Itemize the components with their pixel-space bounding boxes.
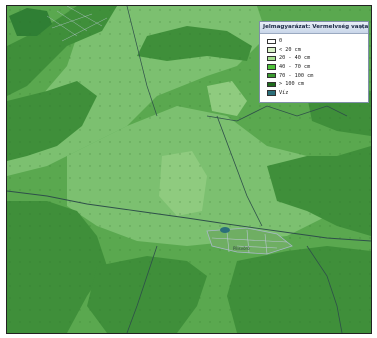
map-view[interactable]: Pilisvörö Jelmagyarázat: Vermelvség vast… [6,5,372,334]
road-east-loop [216,115,263,227]
water-body [220,227,230,233]
place-label: Pilisvörö [233,246,250,251]
legend-swatch [267,47,276,53]
road-south-east [306,245,343,333]
legend-item: 70 - 100 cm [267,71,364,80]
legend-swatch [267,38,276,45]
legend-item: 20 - 40 cm [267,54,364,63]
legend-label: Víz [279,89,289,96]
road-south [126,245,158,333]
main-road [7,190,371,242]
legend-swatch [267,64,276,70]
close-icon[interactable]: × [359,23,365,31]
legend-label: > 100 cm [279,81,304,88]
legend-swatch [267,55,276,62]
legend-panel[interactable]: Jelmagyarázat: Vermelvség vastagság × 0<… [259,21,369,103]
legend-label: 40 - 70 cm [279,64,311,71]
legend-item: > 100 cm [267,80,364,89]
legend-item: Víz [267,89,364,98]
legend-item: < 20 cm [267,46,364,55]
legend-swatch [267,72,276,79]
legend-swatch [267,90,276,96]
north-west-streets [46,6,108,42]
legend-label: 20 - 40 cm [279,55,311,62]
legend-label: 70 - 100 cm [279,72,314,79]
legend-item: 0 [267,37,364,46]
legend-item: 40 - 70 cm [267,63,364,72]
road-north [126,6,158,117]
legend-title: Jelmagyarázat: Vermelvség vastagság [263,24,368,30]
legend-swatch [267,81,276,88]
legend-header[interactable]: Jelmagyarázat: Vermelvség vastagság × [260,22,368,34]
road-north-east [206,105,348,122]
legend-label: 0 [279,38,283,45]
town-streets [211,229,288,255]
legend-label: < 20 cm [279,46,301,53]
